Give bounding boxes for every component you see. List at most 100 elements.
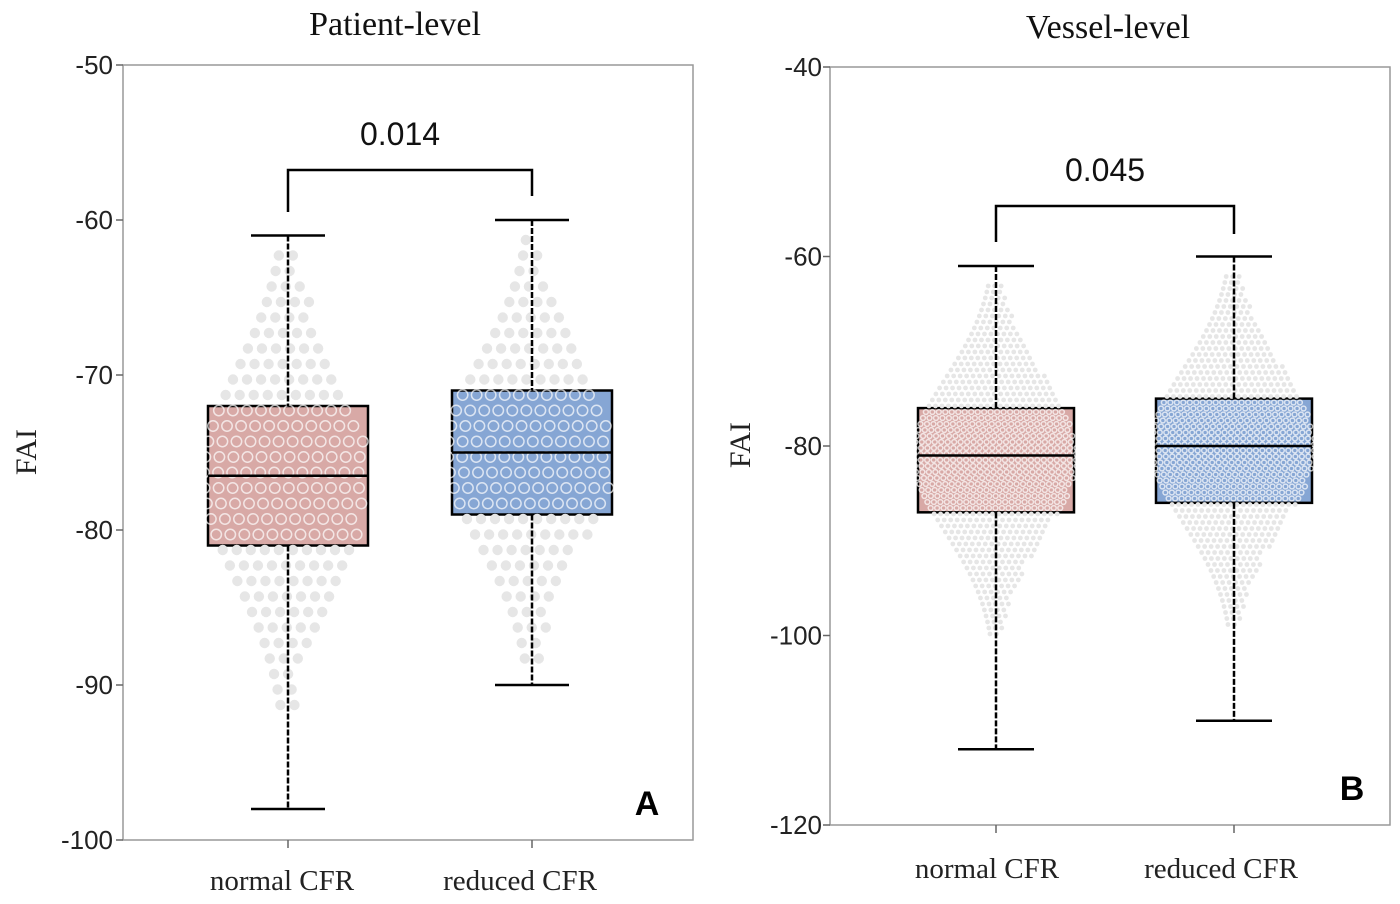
data-dot <box>1201 376 1206 381</box>
data-dot <box>1188 435 1195 442</box>
data-dot <box>317 513 330 525</box>
data-dot <box>1064 426 1071 434</box>
data-dot <box>937 385 942 391</box>
data-dot <box>1260 459 1268 466</box>
data-dot <box>241 451 254 463</box>
data-dot <box>1264 358 1270 363</box>
data-dot <box>1001 589 1007 595</box>
data-dot <box>942 529 948 535</box>
data-dot <box>1255 394 1261 399</box>
data-dot <box>1227 376 1232 381</box>
data-dot <box>1221 544 1227 549</box>
data-dot <box>1014 498 1022 506</box>
data-dot <box>989 498 996 506</box>
data-dot <box>971 414 978 422</box>
data-dot <box>249 327 261 339</box>
data-dot <box>210 528 223 541</box>
data-dot <box>984 523 990 529</box>
data-dot <box>973 426 980 434</box>
data-dot <box>947 426 954 434</box>
data-dot <box>1222 394 1228 399</box>
data-dot <box>1209 352 1215 357</box>
data-dot <box>986 625 992 631</box>
data-dot <box>920 474 928 482</box>
data-dot <box>984 403 990 409</box>
data-dot <box>272 435 285 448</box>
data-dot <box>1265 520 1270 525</box>
data-dot <box>1222 459 1229 466</box>
data-dot <box>1187 388 1193 393</box>
data-dot <box>1034 462 1042 470</box>
data-dot <box>992 504 999 512</box>
data-dot <box>1176 502 1181 507</box>
data-dot <box>1182 364 1188 369</box>
data-dot <box>967 559 973 565</box>
data-dot <box>546 327 557 339</box>
data-dot <box>1214 376 1219 381</box>
data-dot <box>985 337 991 343</box>
data-dot <box>1238 562 1243 567</box>
data-dot <box>254 482 267 494</box>
data-dot <box>1156 477 1163 484</box>
data-dot <box>1021 444 1028 452</box>
data-dot <box>322 528 335 541</box>
data-dot <box>979 307 984 313</box>
data-dot <box>943 456 950 464</box>
data-dot <box>970 486 977 494</box>
data-dot <box>518 296 529 308</box>
data-dot <box>1276 370 1281 375</box>
data-dot <box>532 482 545 494</box>
data-dot <box>1222 423 1230 430</box>
data-dot <box>289 513 302 525</box>
data-dot <box>1266 477 1274 484</box>
data-dot <box>975 355 981 361</box>
data-dot <box>1163 459 1171 466</box>
data-dot <box>255 404 267 417</box>
data-dot <box>1013 559 1018 565</box>
data-dot <box>940 474 947 482</box>
data-dot <box>512 389 525 401</box>
data-dot <box>1001 331 1007 337</box>
data-dot <box>944 438 951 446</box>
data-dot <box>1208 477 1215 484</box>
data-dot <box>289 699 300 711</box>
data-dot <box>1261 514 1267 519</box>
data-dot <box>998 307 1004 313</box>
data-dot <box>1290 399 1297 406</box>
data-dot <box>1004 325 1010 331</box>
data-dot <box>1269 417 1277 424</box>
panel-b-title: Vessel-level <box>1026 9 1190 46</box>
data-dot <box>1259 532 1265 537</box>
data-dot <box>1028 438 1036 446</box>
data-dot <box>1274 405 1281 412</box>
data-dot <box>1199 399 1206 406</box>
data-dot <box>941 426 948 434</box>
data-dot <box>1060 462 1068 470</box>
data-dot <box>1001 529 1006 535</box>
data-dot <box>1253 477 1261 484</box>
data-dot <box>1033 420 1041 428</box>
data-dot <box>1009 486 1016 494</box>
data-dot <box>1220 322 1225 327</box>
data-dot <box>1028 462 1035 470</box>
data-dot <box>962 456 970 464</box>
data-dot <box>1045 517 1051 523</box>
data-dot <box>960 426 967 434</box>
data-dot <box>913 432 920 440</box>
data-dot <box>1053 444 1061 452</box>
data-dot <box>1166 417 1173 424</box>
data-dot <box>1219 292 1224 297</box>
data-dot <box>1264 471 1271 478</box>
data-dot <box>1299 429 1306 436</box>
data-dot <box>984 468 991 476</box>
data-dot <box>1218 358 1224 363</box>
data-dot <box>964 565 970 571</box>
data-dot <box>1016 553 1021 559</box>
data-dot <box>1006 571 1012 577</box>
data-dot <box>991 414 998 422</box>
data-dot <box>297 374 309 385</box>
data-dot <box>1043 391 1049 397</box>
data-dot <box>1239 411 1246 418</box>
data-dot <box>1008 444 1015 452</box>
y-tick-label: -40 <box>784 52 822 82</box>
